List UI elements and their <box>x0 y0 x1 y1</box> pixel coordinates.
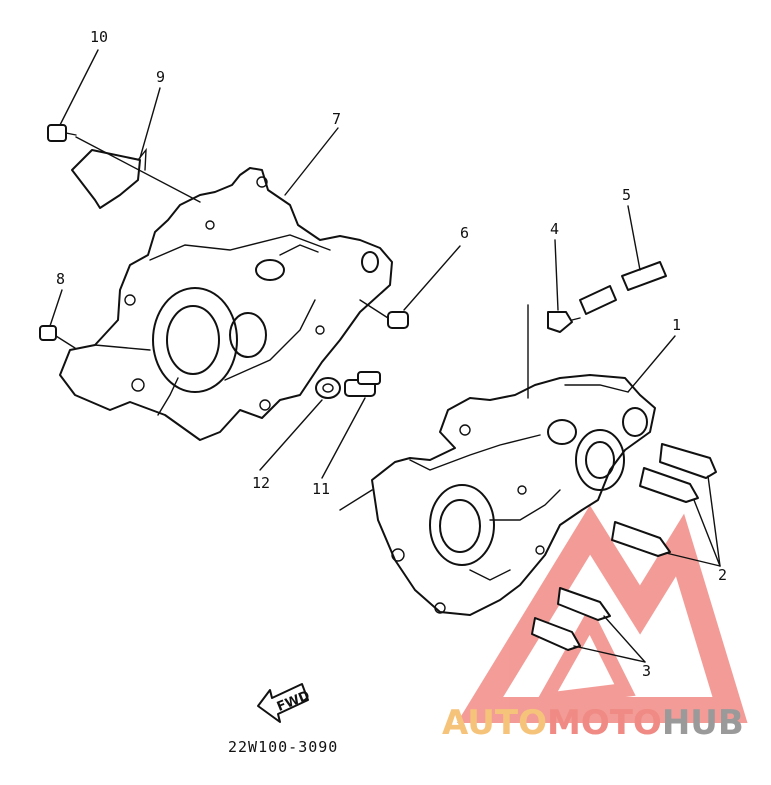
callout-8: 8 <box>56 270 65 288</box>
screw-part-10 <box>47 124 201 203</box>
callout-7: 7 <box>332 110 341 128</box>
bolts-part-3 <box>531 587 611 651</box>
watermark-logo-mark <box>456 505 748 723</box>
sleeve-part-6 <box>359 299 409 329</box>
watermark-text: AUTOMOTOHUB <box>442 703 744 743</box>
callout-6: 6 <box>460 224 469 242</box>
callout-12: 12 <box>252 474 270 492</box>
callout-5: 5 <box>622 186 631 204</box>
callout-10: 10 <box>90 28 108 46</box>
callout-1: 1 <box>672 316 681 334</box>
watermark-auto: AUTO <box>442 703 547 743</box>
bolts-part-2 <box>611 443 717 557</box>
callout-4: 4 <box>550 220 559 238</box>
fwd-arrow: FWD <box>257 683 312 723</box>
plate-part-9 <box>71 147 147 209</box>
dowel-part-8 <box>39 325 76 349</box>
callout-labels: 1 2 3 4 5 6 7 8 9 10 11 12 <box>56 28 727 680</box>
diagram-part-number: 22W100-3090 <box>228 738 338 756</box>
right-crankcase-part-1 <box>339 374 656 616</box>
leader-lines <box>49 49 721 663</box>
watermark-moto: MOTO <box>547 703 662 743</box>
pin-part-5 <box>579 261 667 315</box>
washer-part-12 <box>315 377 341 399</box>
callout-2: 2 <box>718 566 727 584</box>
watermark-hub: HUB <box>662 703 744 743</box>
fitting-part-4 <box>547 311 581 333</box>
callout-11: 11 <box>312 480 330 498</box>
callout-3: 3 <box>642 662 651 680</box>
drain-bolt-part-11 <box>344 371 381 397</box>
callout-9: 9 <box>156 68 165 86</box>
left-crankcase-part-7 <box>59 167 393 441</box>
